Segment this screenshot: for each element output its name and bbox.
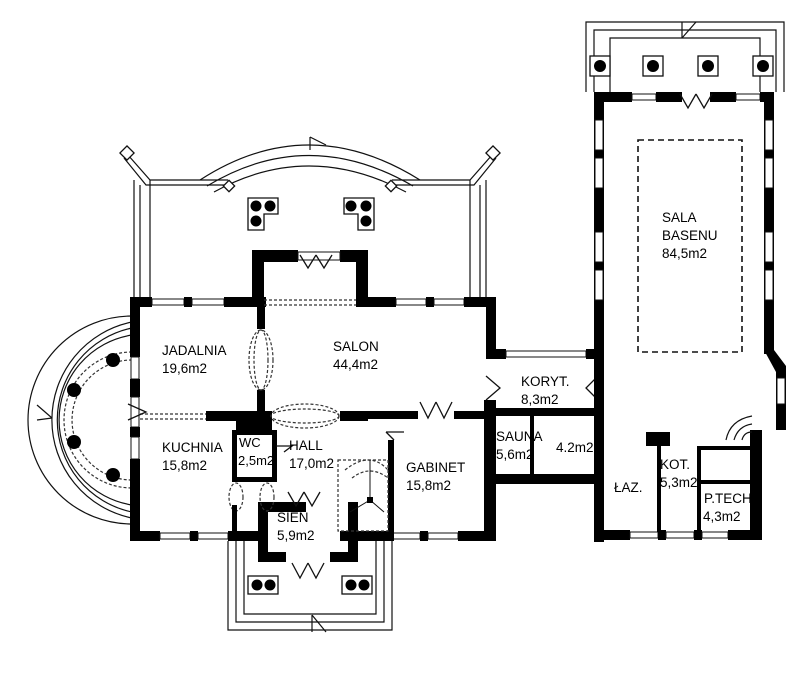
room-name: KORYT. [521, 374, 570, 389]
room-name: KOT. [660, 457, 690, 472]
room-area: 5,9m2 [277, 528, 315, 543]
room-shower: 4.2m2 [556, 440, 594, 455]
staircase [337, 459, 389, 532]
pool [637, 139, 743, 353]
main-walls [130, 250, 598, 562]
room-sauna: SAUNA 5,6m2 [496, 429, 543, 462]
room-name: SALON [333, 339, 379, 354]
room-area: 15,8m2 [162, 458, 207, 473]
column-group-right [343, 197, 375, 231]
room-area: 2,5m2 [238, 453, 274, 468]
room-name-line1: SALA [662, 210, 697, 225]
room-name: GABINET [406, 460, 465, 475]
room-name: KUCHNIA [162, 440, 223, 455]
room-sien: SIEŃ 5,9m2 [277, 510, 315, 543]
room-name-line2: BASENU [662, 228, 718, 243]
room-lazienka: ŁAZ. [614, 480, 643, 495]
room-jadalnia: JADALNIA 19,6m2 [162, 343, 227, 376]
room-name: SAUNA [496, 429, 543, 444]
front-terrace [227, 541, 393, 633]
room-salon: SALON 44,4m2 [333, 339, 379, 372]
column-group-left [247, 197, 279, 231]
east-wing [486, 21, 786, 542]
room-name: JADALNIA [162, 343, 227, 358]
room-area: 8,3m2 [521, 392, 559, 407]
room-kuchnia: KUCHNIA 15,8m2 [162, 440, 223, 473]
room-area: 84,5m2 [662, 246, 707, 261]
room-hall: HALL 17,0m2 [289, 438, 334, 471]
room-area: 19,6m2 [162, 361, 207, 376]
room-wc: WC 2,5m2 [238, 435, 274, 468]
room-pom-techniczne: P.TECH 4,3m2 [703, 491, 752, 524]
room-name: ŁAZ. [614, 480, 643, 495]
left-rotunda [27, 315, 133, 525]
room-name: P.TECH [704, 491, 752, 506]
top-terrace [119, 136, 501, 300]
room-area: 44,4m2 [333, 357, 378, 372]
room-kotlownia: KOT. 5,3m2 [660, 457, 698, 490]
room-name: SIEŃ [277, 510, 309, 525]
room-area: 4,3m2 [703, 509, 741, 524]
room-area: 4.2m2 [556, 440, 594, 455]
room-area: 5,6m2 [496, 447, 534, 462]
finial-right [485, 145, 501, 161]
room-area: 15,8m2 [406, 478, 451, 493]
room-area: 17,0m2 [289, 456, 334, 471]
room-area: 5,3m2 [660, 475, 698, 490]
room-name: WC [239, 435, 261, 450]
finial-left [119, 145, 135, 161]
room-name: HALL [289, 438, 323, 453]
room-koryt: KORYT. 8,3m2 [521, 374, 570, 407]
room-gabinet: GABINET 15,8m2 [406, 460, 465, 493]
room-sala-basenu: SALA BASENU 84,5m2 [662, 210, 718, 261]
